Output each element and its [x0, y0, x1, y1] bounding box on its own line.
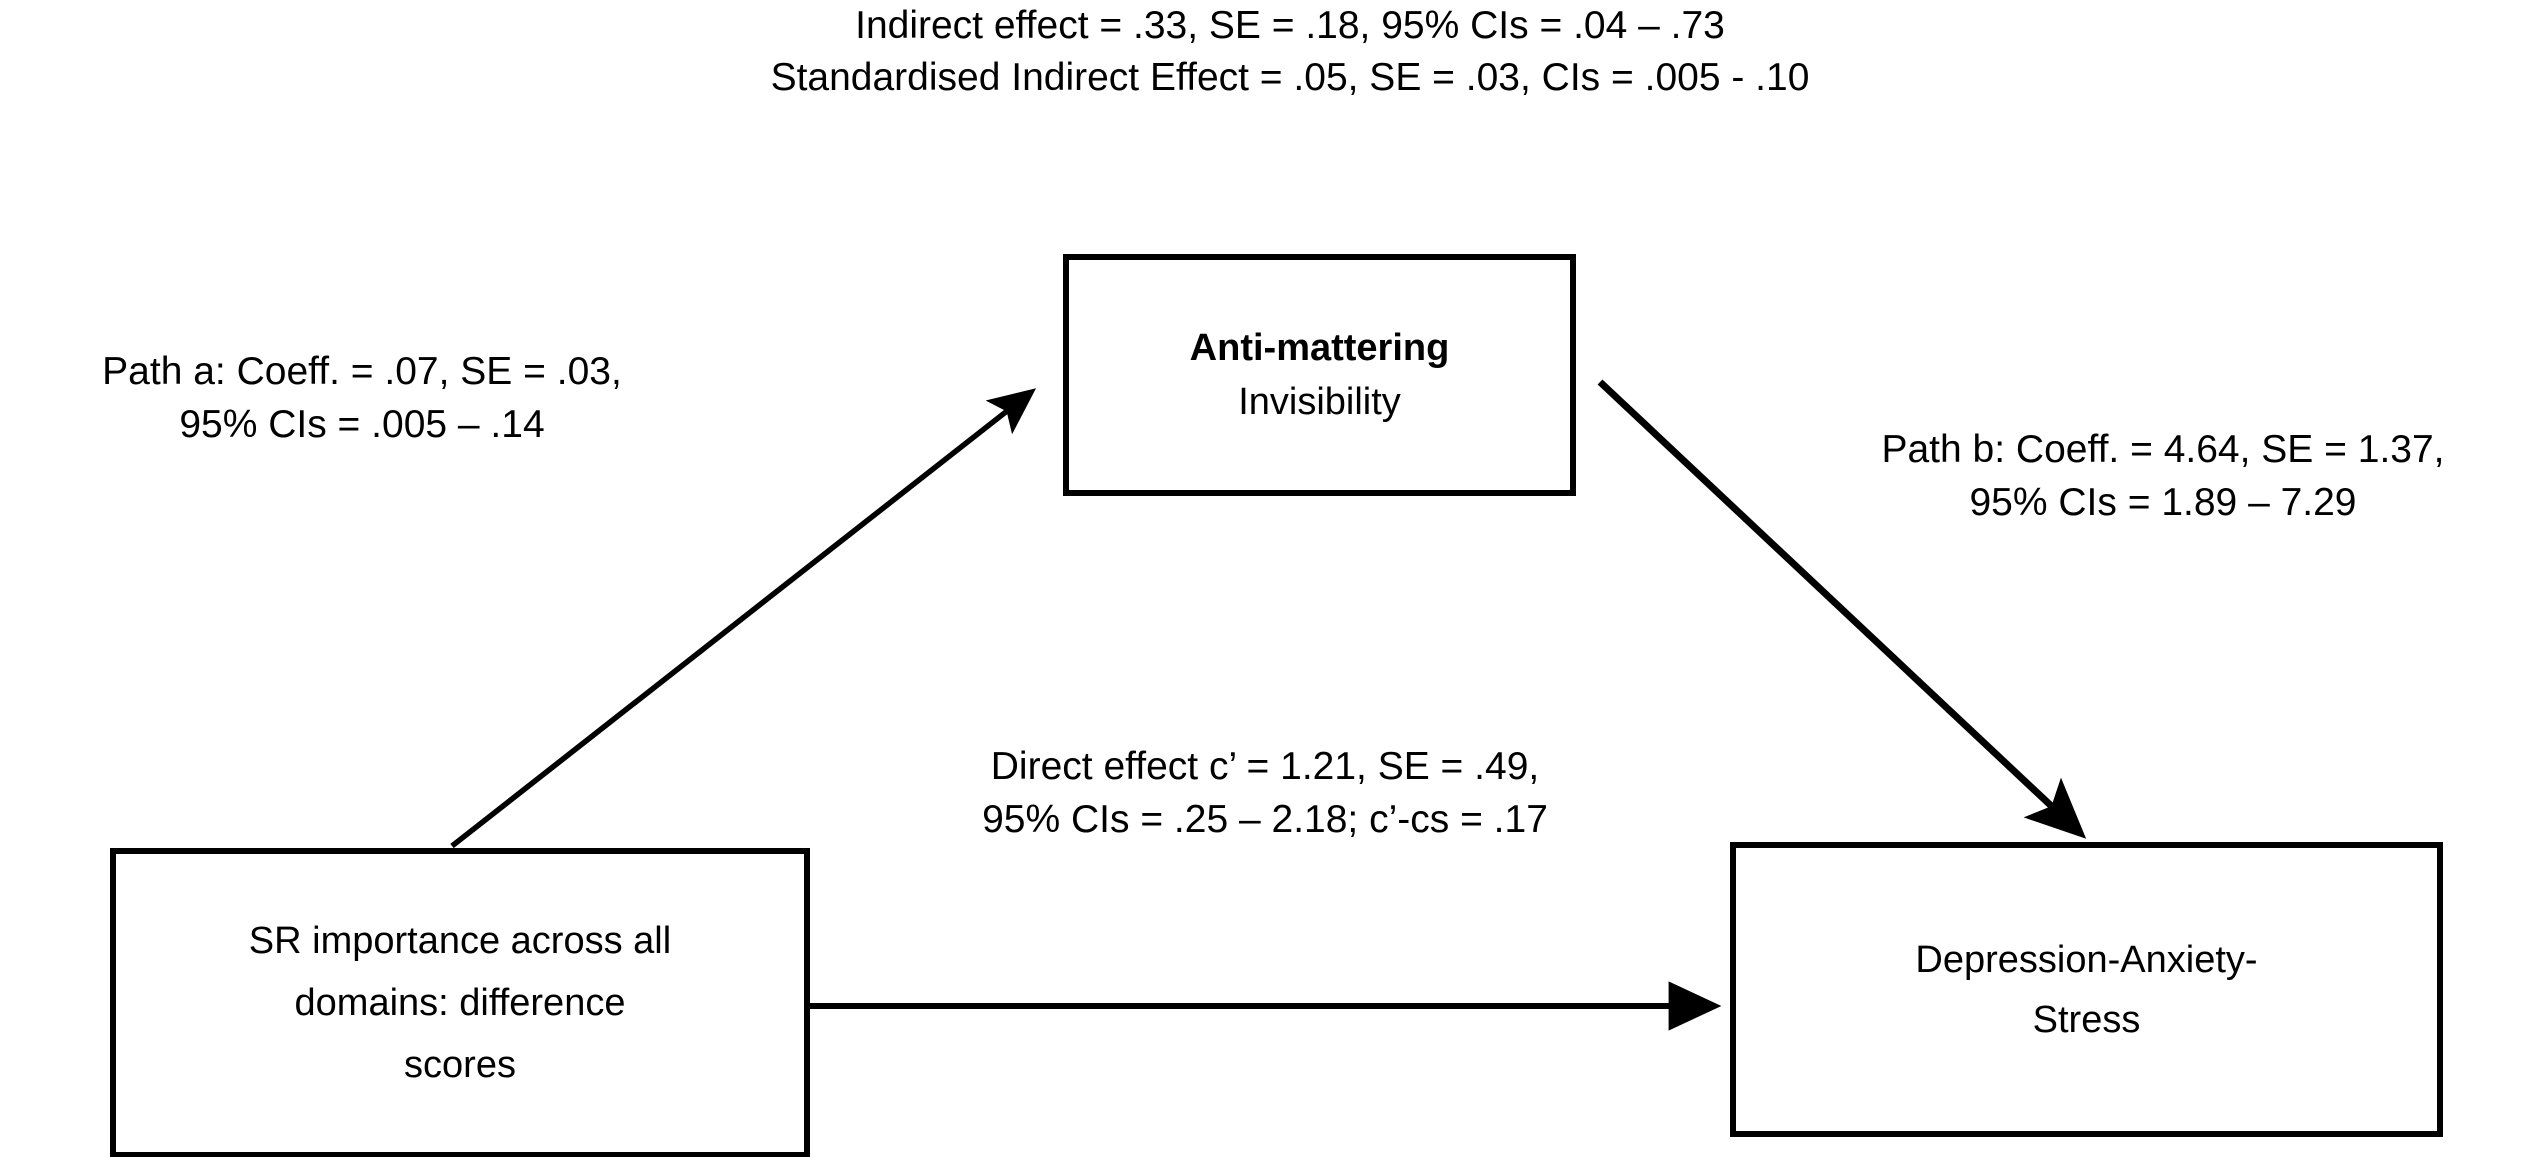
node-outcome: Depression-Anxiety- Stress	[1730, 842, 2443, 1137]
mediator-subtitle: Invisibility	[1238, 381, 1401, 423]
predictor-line-3: scores	[404, 1044, 516, 1086]
path-a-label: Path a: Coeff. = .07, SE = .03, 95% CIs …	[0, 345, 732, 451]
standardised-indirect-effect-line: Standardised Indirect Effect = .05, SE =…	[770, 56, 1810, 99]
path-b-line-1: Path b: Coeff. = 4.64, SE = 1.37,	[1881, 428, 2445, 471]
mediator-title: Anti-mattering	[1189, 327, 1450, 369]
path-a-line-1: Path a: Coeff. = .07, SE = .03,	[102, 350, 622, 393]
node-predictor: SR importance across all domains: differ…	[110, 848, 810, 1157]
path-b-label: Path b: Coeff. = 4.64, SE = 1.37, 95% CI…	[1790, 423, 2536, 529]
predictor-line-2: domains: difference	[294, 982, 626, 1024]
direct-effect-line-2: 95% CIs = .25 – 2.18; c’-cs = .17	[982, 798, 1548, 841]
indirect-effect-annotation: Indirect effect = .33, SE = .18, 95% CIs…	[640, 0, 1940, 104]
indirect-effect-line: Indirect effect = .33, SE = .18, 95% CIs…	[855, 4, 1725, 47]
direct-effect-label: Direct effect c’ = 1.21, SE = .49, 95% C…	[845, 740, 1685, 846]
path-a-line-2: 95% CIs = .005 – .14	[179, 403, 545, 446]
outcome-line-1: Depression-Anxiety-	[1915, 938, 2258, 981]
outcome-line-2: Stress	[2032, 998, 2141, 1041]
predictor-line-1: SR importance across all	[248, 920, 672, 962]
node-mediator: Anti-mattering Invisibility	[1063, 254, 1576, 496]
path-b-line-2: 95% CIs = 1.89 – 7.29	[1969, 481, 2357, 524]
direct-effect-line-1: Direct effect c’ = 1.21, SE = .49,	[990, 745, 1540, 788]
